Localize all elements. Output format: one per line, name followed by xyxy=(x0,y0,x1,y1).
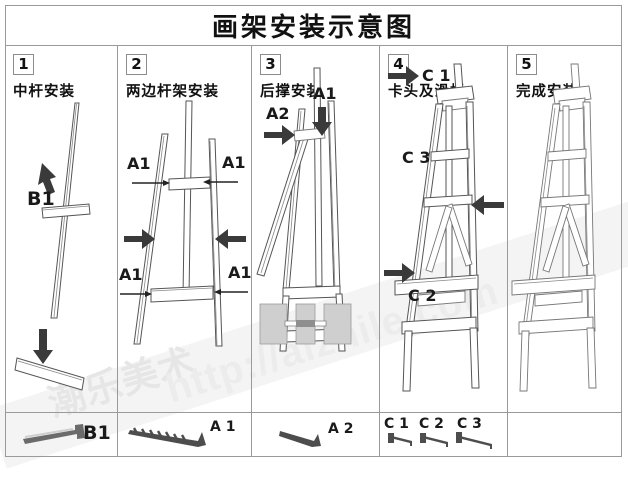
label-c3: C 3 xyxy=(402,148,431,167)
step-panel-4: 4 卡头及滑桥 xyxy=(380,46,508,412)
parts-cell-2: A 1 xyxy=(118,413,252,457)
part-c3-icon xyxy=(456,432,492,449)
label-b1: B1 xyxy=(27,188,55,210)
step-title-1: 中杆安装 xyxy=(13,84,75,100)
label-a2-step3: A2 xyxy=(266,104,290,123)
arrow-down-a1 xyxy=(312,107,332,136)
step-number-5: 5 xyxy=(516,54,537,75)
step-header-1: 1 中杆安装 xyxy=(13,54,75,101)
step-title-3: 后撑安装 xyxy=(260,84,322,100)
arrow-down-base xyxy=(33,329,53,364)
label-a1-upper-left: A1 xyxy=(127,154,151,173)
step-header-3: 3 后撑安装 xyxy=(260,54,322,101)
arrow-left-c3 xyxy=(471,195,504,215)
part-a2-icon xyxy=(279,431,321,447)
label-c2: C 2 xyxy=(408,286,437,305)
part-label-c3: C 3 xyxy=(457,416,482,432)
part-label-a1: A 1 xyxy=(210,419,236,435)
step-1-drawing xyxy=(14,102,91,391)
step-5-drawing xyxy=(511,63,597,392)
part-c-icons xyxy=(388,432,492,449)
parts-cell-1: B1 xyxy=(5,413,118,457)
page-title: 画架安装示意图 xyxy=(5,5,622,46)
step-panel-3: 3 后撑安装 xyxy=(252,46,380,412)
parts-cell-3: A 2 xyxy=(252,413,380,457)
part-label-b1: B1 xyxy=(83,422,111,444)
steps-row: 1 中杆安装 B1 2 xyxy=(5,46,622,412)
label-c1: C 1 xyxy=(422,66,451,85)
part-b1-icon xyxy=(23,424,85,444)
label-a1-upper-right: A1 xyxy=(222,153,246,172)
label-a1-step3: A1 xyxy=(313,84,337,103)
part-c1-icon xyxy=(388,433,412,446)
parts-cell-5 xyxy=(508,413,622,457)
arrow-left-step2 xyxy=(215,229,246,249)
part-label-c2: C 2 xyxy=(419,416,444,432)
arrow-right-c1 xyxy=(388,66,419,86)
step-panel-1: 1 中杆安装 B1 xyxy=(5,46,118,412)
step-3-drawing xyxy=(256,67,352,352)
step-title-2: 两边杆架安装 xyxy=(126,84,219,100)
step-number-1: 1 xyxy=(13,54,34,75)
sheet-frame xyxy=(5,5,622,457)
parts-row: B1 A 1 A 2 xyxy=(5,412,622,457)
step-number-2: 2 xyxy=(126,54,147,75)
part-label-c1: C 1 xyxy=(384,416,409,432)
part-c2-icon xyxy=(420,433,448,447)
part-a1-icon xyxy=(128,427,206,447)
step-2-drawing xyxy=(120,100,248,347)
arrow-down-crossbar xyxy=(38,163,56,195)
cross-section-detail xyxy=(259,303,352,345)
step-panel-2: 2 两边杆架安装 xyxy=(118,46,252,412)
step-4-drawing xyxy=(384,63,504,392)
step-panel-5: 5 完成安装 xyxy=(508,46,622,412)
label-a1-lower-left: A1 xyxy=(119,265,143,284)
step-number-3: 3 xyxy=(260,54,281,75)
arrow-right-c2 xyxy=(384,263,415,283)
label-a1-lower-right: A1 xyxy=(228,263,252,282)
arrow-right-step2 xyxy=(124,229,155,249)
parts-cell-4: C 1 C 2 C 3 xyxy=(380,413,508,457)
step-header-2: 2 两边杆架安装 xyxy=(126,54,219,101)
page-title-text: 画架安装示意图 xyxy=(211,12,415,43)
arrow-right-a2 xyxy=(264,125,295,145)
part-label-a2: A 2 xyxy=(328,421,354,437)
